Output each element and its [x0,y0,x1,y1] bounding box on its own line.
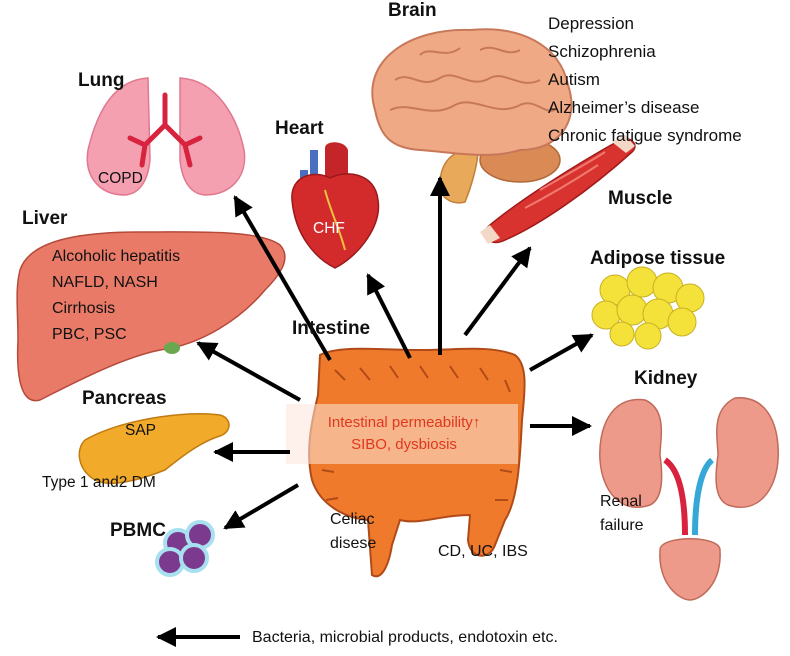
brain-disease-item: Schizophrenia [548,42,656,61]
liver-disease-item: PBC, PSC [52,326,127,343]
pancreas-illustration [78,412,230,484]
arrow-to-heart [366,273,412,359]
celiac-line: Celiac [330,511,375,528]
muscle-illustration [480,135,636,244]
liver-disease-item: NAFLD, NASH [52,274,158,291]
liver-disease-item: Cirrhosis [52,300,116,317]
adipose-illustration [591,266,705,350]
lung-title: Lung [78,70,125,91]
lung-illustration [86,77,246,196]
brain-disease-list: Depression Schizophrenia Autism Alzheime… [548,10,742,150]
kidney-title: Kidney [634,368,698,389]
brain-title: Brain [388,0,437,21]
lung-disease: COPD [98,170,143,187]
liver-illustration [16,231,286,402]
pbmc-illustration [155,520,215,577]
liver-disease-list: Alcoholic hepatitis NAFLD, NASH Cirrhosi… [52,244,180,348]
pancreas-title: Pancreas [82,388,167,409]
kidney-illustration [599,397,779,601]
pancreas-disease-dm: Type 1 and2 DM [42,474,156,491]
intestine-illustration [286,347,526,578]
liver-title: Liver [22,208,68,229]
brain-disease-item: Depression [548,14,634,33]
arrow-to-liver [196,341,301,402]
celiac-line: disese [330,535,377,552]
arrow-to-adipose [529,333,594,372]
heart-title: Heart [275,118,324,139]
muscle-title: Muscle [608,188,673,209]
brain-disease-item: Chronic fatigue syndrome [548,126,742,145]
intestine-title: Intestine [292,318,371,339]
permeability-line: Intestinal permeability↑ [327,414,481,431]
brain-illustration [371,28,573,204]
intestine-permeability-text: Intestinal permeability↑ SIBO, dysbiosis [292,412,516,456]
sibo-dysbiosis-line: SIBO, dysbiosis [351,435,457,453]
kidney-disease-line: failure [600,517,644,534]
adipose-title: Adipose tissue [590,248,726,269]
kidney-disease-line: Renal [600,493,642,510]
arrow-to-muscle [463,246,532,337]
brain-disease-item: Alzheimer’s disease [548,98,700,117]
arrows [156,176,594,647]
liver-disease-item: Alcoholic hepatitis [52,248,181,265]
celiac-disease-label: Celiac disese [330,508,376,556]
pancreas-disease-sap: SAP [125,422,157,439]
heart-illustration [291,142,380,269]
brain-disease-item: Autism [548,70,600,89]
pbmc-title: PBMC [110,520,166,541]
kidney-disease: Renal failure [600,490,644,538]
ibd-label: CD, UC, IBS [438,543,528,560]
legend-text: Bacteria, microbial products, endotoxin … [252,629,558,646]
heart-disease: CHF [313,220,345,237]
arrow-to-lung [233,195,332,362]
arrow-to-pbmc [223,483,300,530]
